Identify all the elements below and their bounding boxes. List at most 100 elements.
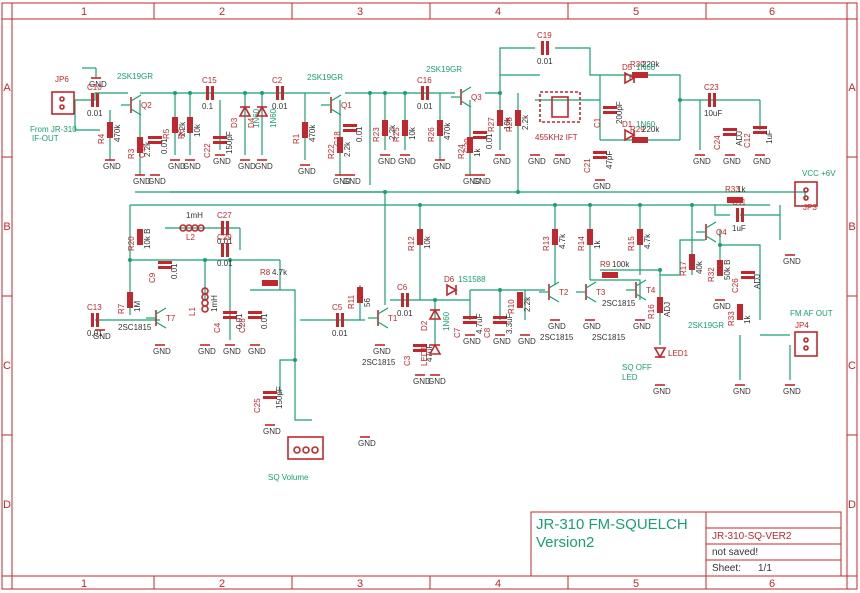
ground-label-25: GND [93, 332, 111, 341]
capacitor-value-c3: 47uF [425, 344, 434, 362]
resistor-value-r13: 4.7k [558, 233, 567, 249]
resistor-body [602, 272, 618, 278]
resistor-body [497, 110, 503, 126]
transistor-ref-q1: Q1 [341, 101, 352, 110]
junctions [128, 91, 722, 362]
col-label-2-top: 2 [219, 6, 225, 18]
resistor-ref-r10: R10 [507, 299, 516, 314]
col-label-1-top: 1 [81, 6, 87, 18]
capacitor-ref-c1: C1 [593, 117, 602, 128]
resistor-ref-r6: R6 [177, 128, 186, 139]
ground-symbol-35: GND [463, 334, 481, 346]
row-label-c-left: C [3, 360, 11, 372]
ground-label-34: GND [428, 377, 446, 386]
ground-label-40: GND [633, 322, 651, 331]
ground-symbol-30: GND [263, 424, 281, 436]
ground-label-5: GND [183, 162, 201, 171]
ground-symbol-1: GND [103, 159, 121, 171]
resistor-ref-r22: R22 [327, 144, 336, 159]
resistor-value-r1: 470k [308, 124, 317, 142]
ground-label-4: GND [168, 162, 186, 171]
capacitor-ref-c19: C19 [537, 31, 552, 40]
col-label-4-bottom: 4 [495, 578, 501, 590]
ground-symbol-26: GND [153, 344, 171, 356]
ground-label-6: GND [213, 157, 231, 166]
resistor-ref-r25: R25 [392, 127, 401, 142]
capacitor-ref-c28: C28 [238, 318, 247, 333]
resistor-body [657, 297, 663, 313]
ift-transformer: 455KHz IFT [535, 91, 581, 142]
col-label-3-top: 3 [357, 6, 363, 18]
diode-value-d5-2: 1N60 [636, 63, 656, 72]
ground-label-10: GND [333, 177, 351, 186]
capacitor-value-c4: 0.01 [235, 313, 244, 329]
ground-label-38: GND [548, 322, 566, 331]
diode-value-d6-5: 1S1588 [458, 275, 486, 284]
resistor-ref-r11: R11 [347, 294, 356, 309]
capacitor-ref-c20: C20 [463, 138, 472, 153]
ground-label-11: GND [343, 177, 361, 186]
ground-symbol-21: GND [693, 154, 711, 166]
transistor-ref-t3: T3 [596, 288, 606, 297]
col-label-5-top: 5 [633, 6, 639, 18]
capacitor-ref-c3: C3 [403, 355, 412, 366]
ground-label-33: GND [413, 377, 431, 386]
resistor-value-r20: 10k B [143, 229, 152, 249]
capacitor-ref-c24: C24 [713, 135, 722, 150]
resistor-body [302, 122, 308, 138]
resistor-body [137, 229, 143, 245]
resistor-ref-r32: R32 [707, 267, 716, 282]
capacitor-value-c27: 0.01 [217, 237, 233, 246]
led-indicator: LED1 [653, 347, 689, 359]
save-status: not saved! [712, 547, 758, 558]
resistor-value-h-r33: 1k [737, 185, 746, 194]
ground-symbol-27: GND [198, 344, 216, 356]
ground-symbol-20: GND [593, 179, 611, 191]
transistor-t1: T1 [368, 307, 398, 329]
col-label-4-top: 4 [495, 6, 501, 18]
row-label-b-right: B [848, 221, 855, 233]
ground-symbol-28: GND [223, 344, 241, 356]
resistor-body [689, 254, 695, 270]
resistor-value-r11: 56 [363, 298, 372, 307]
col-label-6-bottom: 6 [769, 578, 775, 590]
q2-type: 2SK19GR [117, 72, 153, 81]
capacitor-ref-c21: C21 [583, 158, 592, 173]
t1-type: 2SC1815 [362, 358, 396, 367]
ground-label-2: GND [133, 177, 151, 186]
resistor-body [552, 229, 558, 245]
capacitor-c3: C3 47uF [403, 344, 434, 366]
capacitor-value-c20: 0.01 [485, 133, 494, 149]
ground-symbol-12: GND [378, 154, 396, 166]
ground-symbol-16: GND [473, 174, 491, 186]
ground-symbol-19: GND [553, 154, 571, 166]
inductor-ref-l2: L2 [186, 233, 195, 242]
jp3-ref: JP3 [803, 203, 817, 212]
resistor-value-r23: 2.2k [388, 124, 397, 140]
resistor-body [417, 229, 423, 245]
wires [74, 47, 806, 421]
ground-label-30: GND [263, 427, 281, 436]
resistor-value-h-r30: 220k [642, 60, 660, 69]
ground-label-15: GND [463, 177, 481, 186]
ground-symbol-29: GND [248, 344, 266, 356]
ground-symbol-2: GND [133, 174, 151, 186]
title-text: JR-310 FM-SQUELCH [536, 516, 688, 533]
capacitor-value-c19: 0.01 [537, 57, 553, 66]
resistor-body [737, 304, 743, 320]
ground-label-3: GND [148, 177, 166, 186]
